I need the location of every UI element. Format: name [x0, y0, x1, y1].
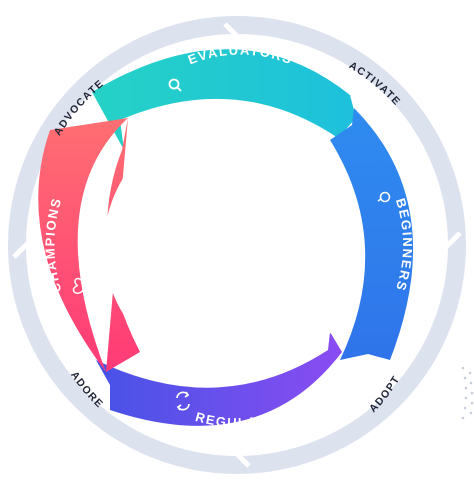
lightbulb-icon	[377, 191, 391, 203]
champions-label: CHAMPIONS	[42, 195, 64, 294]
search-icon	[168, 78, 182, 92]
center-circle	[104, 116, 364, 376]
segment-champions	[38, 118, 140, 372]
heart-icon	[72, 277, 85, 295]
segment-evaluators	[92, 49, 356, 150]
segment-regulars	[96, 332, 342, 426]
decorative-dots	[461, 366, 474, 420]
refresh-icon	[176, 391, 190, 411]
regulars-label: REGULARS	[194, 409, 280, 430]
outer-ring	[8, 16, 466, 474]
segment-beginners	[330, 108, 414, 360]
beginners-label: BEGINNERS	[393, 196, 415, 293]
